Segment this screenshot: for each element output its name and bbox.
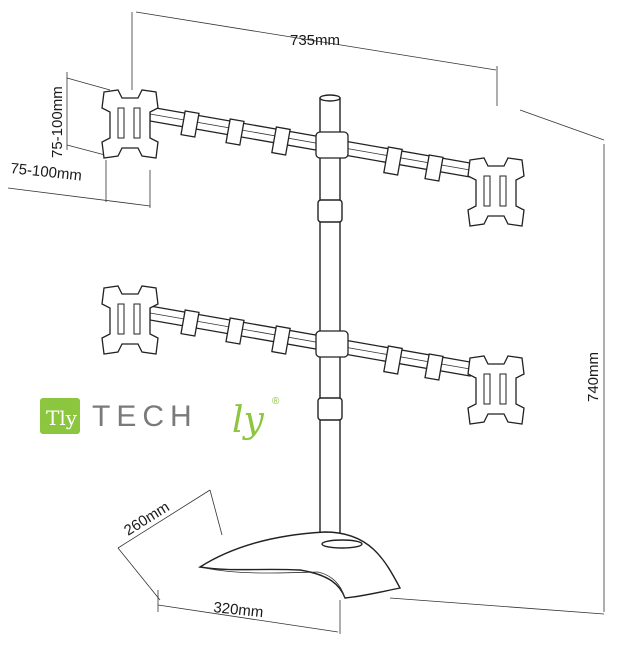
techly-logo: Tly TECH ly ® bbox=[40, 396, 280, 441]
vesa-plate-bottom-right bbox=[467, 355, 525, 425]
vesa-horizontal-label: 75-100mm bbox=[10, 160, 83, 184]
techly-logo-registered: ® bbox=[272, 396, 280, 407]
dimension-lines bbox=[7, 11, 605, 634]
vesa-plate-top-left bbox=[101, 89, 159, 159]
base-width-label: 320mm bbox=[213, 599, 265, 621]
techly-logo-wordmark: TECH bbox=[92, 400, 198, 433]
techly-logo-badge bbox=[40, 398, 80, 434]
height-dimension-label: 740mm bbox=[585, 352, 602, 402]
vesa-plate-bottom-left bbox=[101, 285, 159, 355]
techly-logo-badge-text: Tly bbox=[46, 406, 78, 430]
stand-base bbox=[198, 531, 402, 599]
lower-arm bbox=[149, 305, 471, 381]
upper-arm bbox=[149, 106, 471, 182]
techly-logo-script: ly bbox=[232, 400, 265, 441]
vesa-vertical-label: 75-100mm bbox=[49, 86, 66, 158]
width-dimension-label: 735mm bbox=[290, 32, 340, 49]
center-pole bbox=[317, 94, 343, 545]
vesa-plate-top-right bbox=[467, 157, 525, 227]
